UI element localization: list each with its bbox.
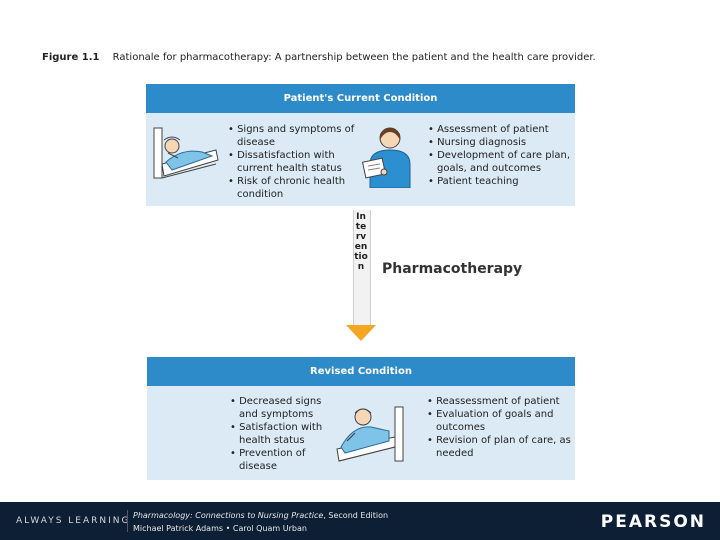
list-item: Dissatisfaction with current health stat… [228, 149, 360, 175]
nurse-illustration [361, 127, 411, 188]
list-item: Assessment of patient [428, 123, 570, 136]
revised-condition-title: Revised Condition [147, 357, 575, 386]
revised-condition-panel: Revised Condition Decreased signs and sy… [147, 357, 575, 480]
patient-current-list: Signs and symptoms of disease Dissatisfa… [228, 123, 360, 201]
list-item: Patient teaching [428, 175, 570, 188]
arrow-head-icon [346, 325, 376, 341]
figure-caption: Figure 1.1 Rationale for pharmacotherapy… [42, 52, 702, 63]
list-item: Development of care plan, goals, and out… [428, 149, 570, 175]
footer-citation: Pharmacology: Connections to Nursing Pra… [133, 511, 388, 520]
current-condition-panel: Patient's Current Condition Signs and sy… [146, 84, 575, 206]
provider-revised-list: Reassessment of patient Evaluation of go… [427, 395, 571, 460]
list-item: Prevention of disease [230, 447, 330, 473]
book-edition: , Second Edition [323, 511, 389, 520]
list-item: Reassessment of patient [427, 395, 571, 408]
pearson-logo: PEARSON [600, 512, 706, 532]
book-authors: Michael Patrick Adams • Carol Quam Urban [133, 524, 307, 533]
footer-tagline: ALWAYS LEARNING [16, 516, 131, 526]
list-item: Satisfaction with health status [230, 421, 330, 447]
footer-divider [127, 510, 128, 532]
list-item: Risk of chronic health condition [228, 175, 360, 201]
patient-in-bed-illustration [153, 127, 219, 179]
footer-bar: ALWAYS LEARNING Pharmacology: Connection… [0, 502, 720, 540]
current-condition-title: Patient's Current Condition [146, 84, 575, 113]
intervention-arrow: Intervention [346, 210, 376, 341]
list-item: Decreased signs and symptoms [230, 395, 330, 421]
list-item: Evaluation of goals and outcomes [427, 408, 571, 434]
list-item: Nursing diagnosis [428, 136, 570, 149]
arrow-shaft [353, 210, 371, 325]
recovering-patient-illustration [336, 406, 404, 462]
patient-revised-list: Decreased signs and symptoms Satisfactio… [230, 395, 330, 473]
figure-number: Figure 1.1 [42, 52, 100, 63]
figure-caption-text: Rationale for pharmacotherapy: A partner… [112, 52, 596, 63]
book-title: Pharmacology: Connections to Nursing Pra… [133, 511, 324, 520]
pharmacotherapy-label: Pharmacotherapy [382, 261, 523, 277]
list-item: Revision of plan of care, as needed [427, 434, 571, 460]
intervention-label: Intervention [354, 212, 368, 272]
provider-current-list: Assessment of patient Nursing diagnosis … [428, 123, 570, 188]
list-item: Signs and symptoms of disease [228, 123, 360, 149]
